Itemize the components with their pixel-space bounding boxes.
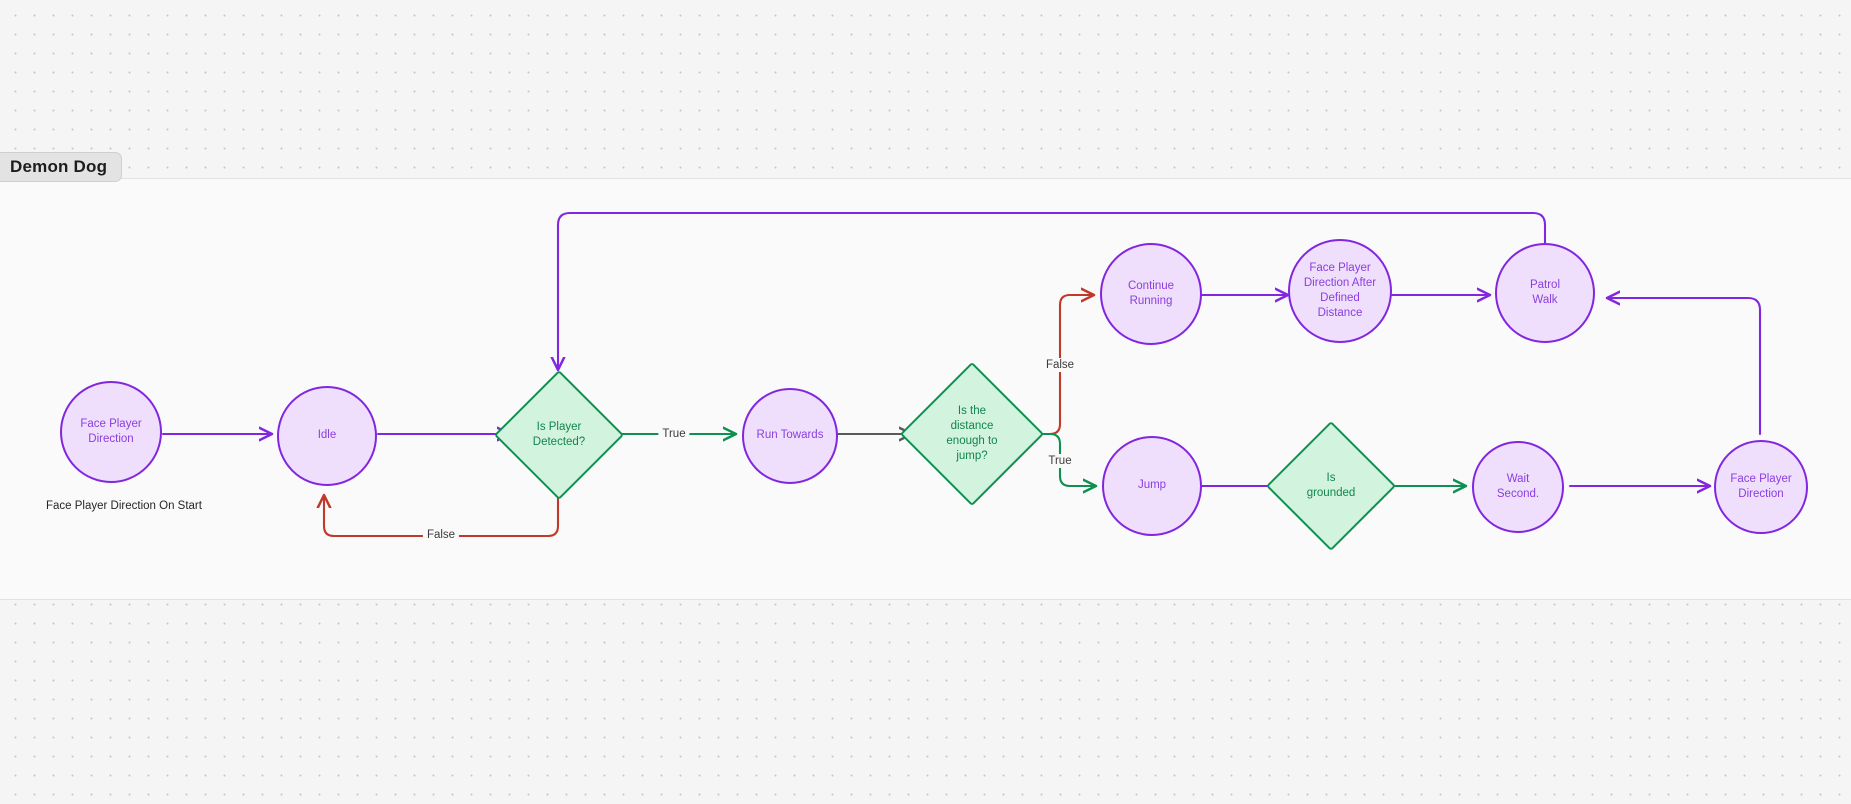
- node-label: Idle: [317, 429, 337, 442]
- decision-shape: [899, 361, 1045, 507]
- node-label: Run Towards: [756, 429, 824, 442]
- node-face-player-direction-start[interactable]: Face Player Direction: [60, 381, 162, 483]
- node-patrol-walk[interactable]: Patrol Walk: [1495, 243, 1595, 343]
- caption-face-player-direction-on-start: Face Player Direction On Start: [46, 500, 202, 512]
- node-label: Jump: [1137, 479, 1167, 492]
- node-label: Face Player Direction: [1730, 472, 1792, 500]
- node-run-towards[interactable]: Run Towards: [742, 388, 838, 484]
- group-title-chip[interactable]: Demon Dog: [0, 152, 123, 182]
- node-face-player-direction-after-defined-distance[interactable]: Face Player Direction After Defined Dist…: [1288, 239, 1392, 343]
- decision-shape: [493, 369, 625, 501]
- node-label: Continue Running: [1127, 279, 1175, 307]
- node-continue-running[interactable]: Continue Running: [1100, 243, 1202, 345]
- node-label: Wait Second.: [1496, 472, 1540, 500]
- node-idle[interactable]: Idle: [277, 386, 377, 486]
- node-is-grounded[interactable]: Is grounded: [1265, 420, 1397, 552]
- edge-label-distance-false: False: [1041, 358, 1079, 372]
- edge-label-distance-true: True: [1044, 454, 1076, 468]
- decision-shape: [1265, 420, 1397, 552]
- node-is-player-detected[interactable]: Is Player Detected?: [493, 369, 625, 501]
- node-label: Patrol Walk: [1529, 278, 1561, 306]
- node-label: Face Player Direction After Defined Dist…: [1303, 261, 1377, 320]
- node-wait-second[interactable]: Wait Second.: [1472, 441, 1564, 533]
- edge-label-detected-true: True: [658, 427, 690, 441]
- node-label: Face Player Direction: [80, 417, 142, 445]
- node-jump[interactable]: Jump: [1102, 436, 1202, 536]
- node-is-distance-enough-to-jump[interactable]: Is the distance enough to jump?: [899, 361, 1045, 507]
- edge-label-detected-false: False: [422, 528, 460, 542]
- node-face-player-direction-end[interactable]: Face Player Direction: [1714, 440, 1808, 534]
